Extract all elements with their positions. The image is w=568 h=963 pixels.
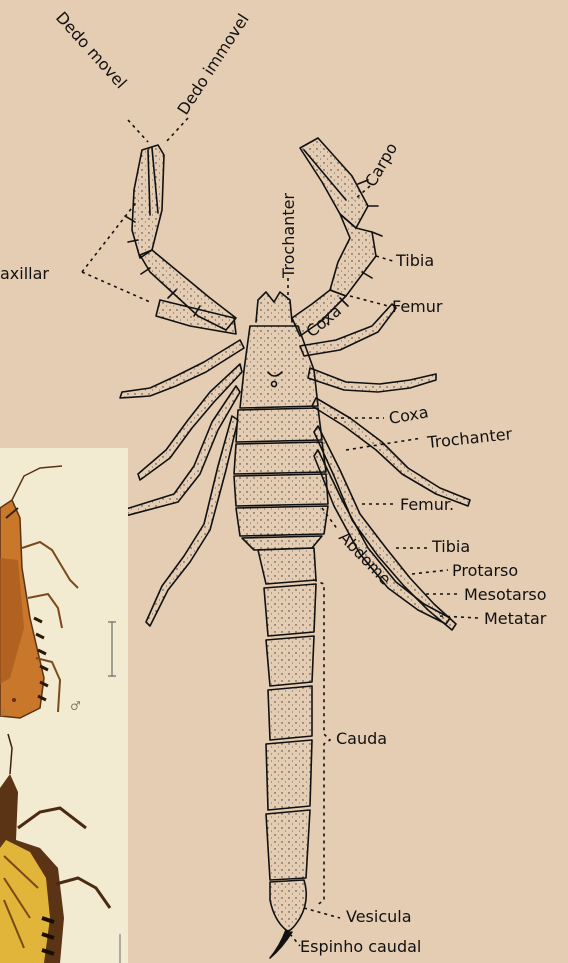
label-tibia: Tibia xyxy=(431,537,470,556)
insect-illustration: ♂ 2. xyxy=(0,448,128,963)
male-symbol: ♂ xyxy=(70,699,81,713)
label-espinho-caudal: Espinho caudal xyxy=(300,937,421,956)
label-dedo-immovel: Dedo immovel xyxy=(173,10,252,118)
label-cauda: Cauda xyxy=(336,729,387,748)
vesicle xyxy=(270,880,306,931)
label-maxillar: axillar xyxy=(0,264,49,283)
label-coxa: Coxa xyxy=(387,402,429,428)
scale-bar xyxy=(108,622,116,676)
left-legs xyxy=(110,340,244,626)
stinger xyxy=(270,930,292,958)
lower-bug xyxy=(0,734,110,963)
label-mesotarso: Mesotarso xyxy=(464,585,547,604)
label-trochanter: Trochanter xyxy=(425,424,513,452)
plate-number: 2. xyxy=(0,709,9,719)
carapace xyxy=(240,326,318,408)
label-tibia-top: Tibia xyxy=(395,251,434,270)
label-metatarso: Metatar xyxy=(484,609,547,628)
upper-bug xyxy=(0,466,78,718)
label-femur: Femur. xyxy=(400,495,454,514)
chelicerae xyxy=(256,292,292,322)
label-protarso: Protarso xyxy=(452,561,518,580)
label-dedo-movel: Dedo movel xyxy=(52,8,131,92)
label-femur-top: Femur xyxy=(392,297,443,316)
tail-segments xyxy=(258,548,316,880)
label-vesicula: Vesicula xyxy=(346,907,412,926)
label-carpo: Carpo xyxy=(361,139,401,190)
label-trochanter-top: Trochanter xyxy=(279,193,298,279)
left-pedipalp xyxy=(125,145,236,334)
abdomen-segments xyxy=(234,408,328,550)
inset-insect-plate: ♂ 2. xyxy=(0,448,128,963)
